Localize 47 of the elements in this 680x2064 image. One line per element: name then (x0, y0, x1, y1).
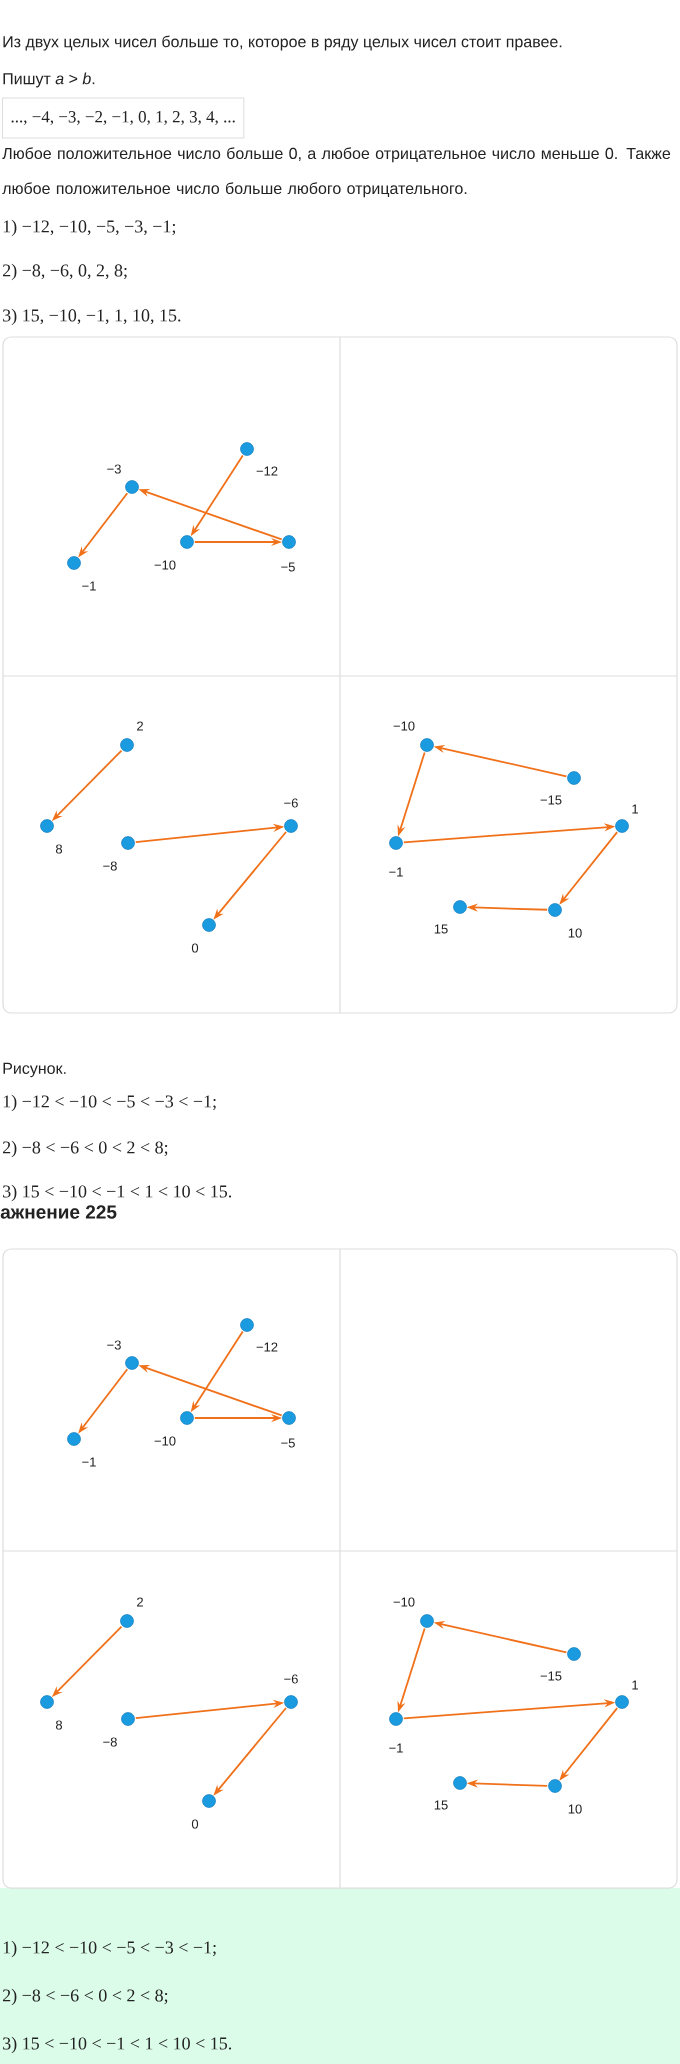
answer-line: 2) −8, −6, 0, 2, 8; (3, 263, 127, 281)
number-label: −8 (103, 1737, 117, 1747)
number-label: −12 (256, 1342, 278, 1352)
text-line: Рисунок. (3, 1062, 66, 1078)
number-label: 10 (568, 1804, 582, 1814)
number-label: −6 (284, 798, 298, 808)
answer-line: 2) −8 < −6 < 0 < 2 < 8; (3, 1988, 168, 2006)
number-label: 0 (191, 1819, 199, 1829)
number-label: −1 (82, 1457, 96, 1467)
number-label: 8 (55, 1720, 63, 1730)
answer-line: 2) −8 < −6 < 0 < 2 < 8; (3, 1140, 168, 1158)
number-label: −10 (154, 560, 176, 570)
text-line: Из двух целых чисел больше то, которое в ряду целых чисел стоит правее. (3, 35, 562, 51)
number-label: 10 (568, 928, 582, 938)
answer-line: 3) 15 < −10 < −1 < 1 < 10 < 15. (3, 1184, 232, 1202)
answer-line: 1) −12 < −10 < −5 < −3 < −1; (3, 1940, 216, 1958)
number-label: 0 (191, 943, 199, 953)
number-label: 15 (434, 924, 448, 934)
paragraph: Любое положительное число больше 0, а любое отрицательное число меньше 0. Также любое положительное число больше любого отрицательного. (2, 147, 671, 198)
text-line: Пишут a > b. (3, 72, 95, 88)
number-label: 1 (632, 804, 638, 814)
number-label: −8 (103, 861, 117, 871)
number-label: −10 (393, 721, 415, 731)
number-label: 15 (434, 1800, 448, 1810)
number-label: −5 (281, 1438, 295, 1448)
number-sequence-box: ..., −4, −3, −2, −1, 0, 1, 2, 3, 4, ... (2, 97, 245, 139)
number-label: −10 (154, 1436, 176, 1446)
number-label: 2 (137, 1597, 143, 1607)
number-label: 8 (55, 844, 63, 854)
answer-line: 1) −12, −10, −5, −3, −1; (3, 219, 176, 237)
number-label: 1 (632, 1680, 638, 1690)
number-label: −3 (107, 1340, 121, 1350)
answer-line: 3) 15 < −10 < −1 < 1 < 10 < 15. (3, 2036, 232, 2054)
number-label: −15 (540, 795, 562, 805)
number-label: −15 (540, 1671, 562, 1681)
number-label: −6 (284, 1674, 298, 1684)
answer-line: 1) −12 < −10 < −5 < −3 < −1; (3, 1094, 216, 1112)
number-label: −12 (256, 466, 278, 476)
number-label: −10 (393, 1597, 415, 1607)
number-label: −3 (107, 464, 121, 474)
answer-line: 3) 15, −10, −1, 1, 10, 15. (3, 308, 181, 326)
number-label: −5 (281, 562, 295, 572)
number-label: 2 (137, 721, 143, 731)
number-label: −1 (389, 867, 403, 877)
section-heading: ажнение 225 (0, 1205, 117, 1219)
number-label: −1 (389, 1743, 403, 1753)
number-label: −1 (82, 581, 96, 591)
